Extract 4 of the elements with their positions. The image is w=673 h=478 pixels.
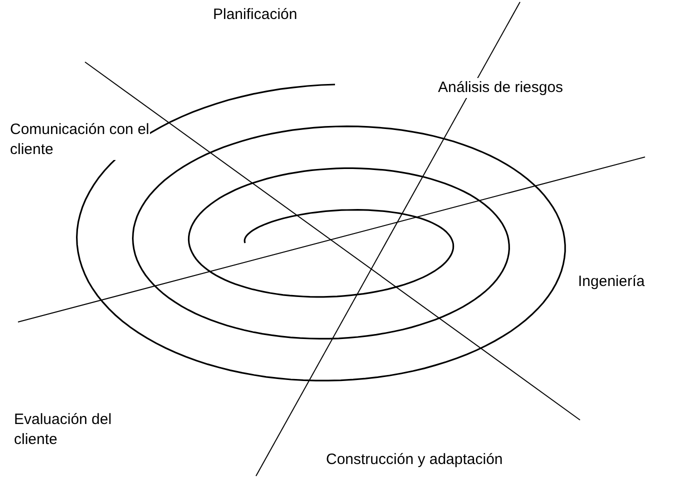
phase-label: Análisis de riesgos <box>438 78 564 98</box>
phase-label: Ingeniería <box>578 272 645 292</box>
phase-label: Comunicación con el cliente <box>10 120 150 160</box>
phase-label: Construcción y adaptación <box>326 450 503 470</box>
